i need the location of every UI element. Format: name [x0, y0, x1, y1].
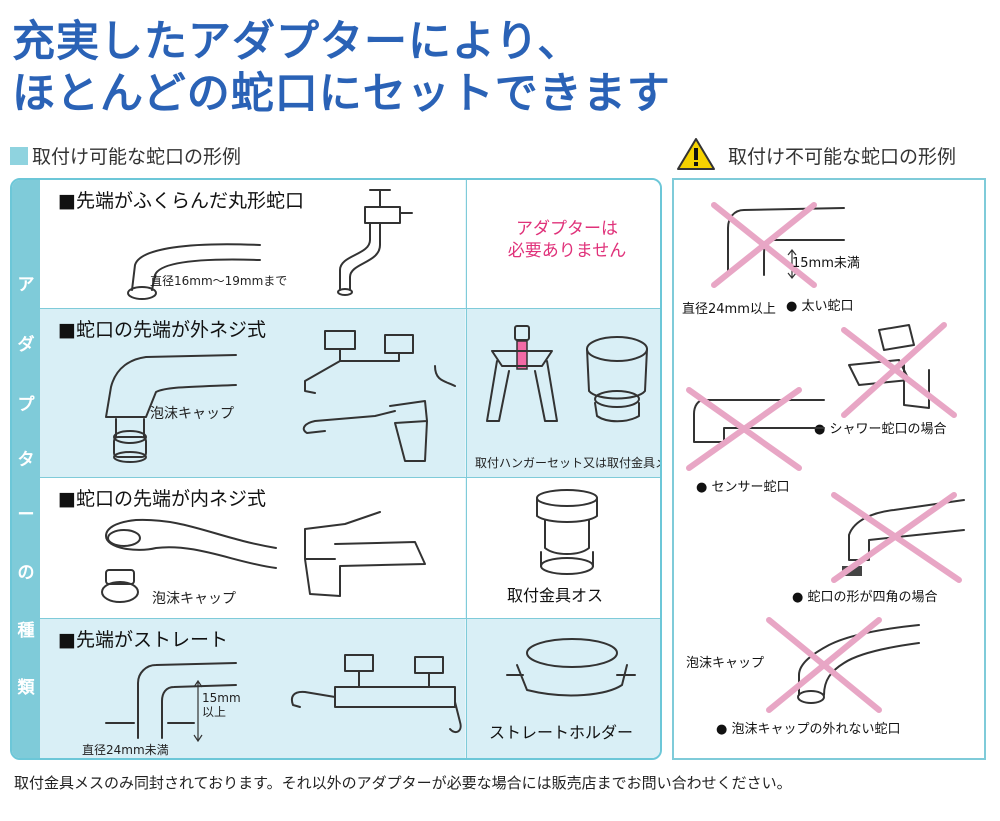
thick-faucet-dimension: 15mm未満 [792, 256, 860, 271]
sidebar-char: タ [17, 450, 35, 470]
row-adapter-cell: 取付金具オス [466, 478, 660, 618]
row-adapter-cell: アダプターは 必要ありません [466, 180, 660, 308]
row-title: ■先端がストレート [58, 629, 228, 651]
square-bullet-icon [10, 147, 28, 165]
shower-faucet-illustration [841, 322, 957, 418]
male-adapter-label: 取付金具オス [507, 586, 604, 605]
fixed-cap-faucet-label: ● 泡沫キャップの外れない蛇口 [716, 722, 901, 737]
row-illustration-cell: ■先端がふくらんだ丸形蛇口 直径16mm～19mmまで [40, 180, 465, 308]
title-line-1: 充実したアダプターにより、 [12, 17, 582, 67]
thick-faucet-diameter: 直径24mm以上 [682, 302, 776, 317]
title-line-2: ほとんどの蛇口にセットできます [12, 69, 671, 119]
faucet-row-round-tip: ■先端がふくらんだ丸形蛇口 直径16mm～19mmまで アダプターは 必要ありま… [40, 180, 660, 309]
square-faucet-illustration [831, 492, 965, 583]
sensor-faucet-illustration [686, 387, 825, 471]
row-adapter-cell: 取付ハンガーセット又は取付金具メス [466, 309, 662, 477]
row-illustration-cell: ■蛇口の先端が外ネジ式 泡沫キャップ [40, 309, 465, 477]
row-illustration-cell: ■蛇口の先端が内ネジ式 泡沫キャップ [40, 478, 465, 618]
faucet-row-straight-tip: ■先端がストレート 直径24mm未満 15mm 以上 ストレートホルダー [40, 619, 660, 758]
faucet-row-internal-thread: ■蛇口の先端が内ネジ式 泡沫キャップ 取付金具オス [40, 478, 660, 619]
sidebar-char: ダ [17, 335, 35, 355]
row-title: ■先端がふくらんだ丸形蛇口 [58, 190, 304, 212]
incompatible-faucets-panel: 15mm未満 直径24mm以上 ● 太い蛇口 ● シャワー蛇口の場合 ● センサ… [672, 178, 986, 760]
sidebar-char: 類 [17, 678, 35, 698]
sidebar-char: 種 [17, 621, 35, 641]
faucet-row-external-thread: ■蛇口の先端が外ネジ式 泡沫キャップ [40, 309, 660, 478]
row-title: ■蛇口の先端が内ネジ式 [58, 488, 266, 510]
height-dimension-arrow [193, 679, 203, 743]
diameter-note: 直径16mm～19mmまで [150, 274, 288, 288]
straight-holder-label: ストレートホルダー [489, 723, 634, 742]
footer-note: 取付金具メスのみ同封されております。それ以外のアダプターが必要な場合には販売店ま… [14, 774, 792, 792]
straight-holder-illustration [506, 638, 636, 697]
straight-diameter-note: 直径24mm未満 [82, 743, 169, 757]
thick-faucet-label: ● 太い蛇口 [786, 299, 854, 314]
male-adapter-illustration [536, 489, 598, 575]
thick-faucet-illustration [711, 202, 845, 288]
external-thread-faucet-illustration [105, 354, 237, 463]
row-title: ■蛇口の先端が外ネジ式 [58, 319, 266, 341]
sidebar-char: ー [17, 505, 35, 525]
row-adapter-cell: ストレートホルダー [466, 619, 660, 758]
fixed-cap-faucet-illustration [766, 617, 920, 713]
aerator-cap-label: 泡沫キャップ [152, 591, 236, 607]
aerator-cap-label: 泡沫キャップ [686, 656, 765, 671]
warning-icon [677, 138, 715, 170]
row-illustration-cell: ■先端がストレート 直径24mm未満 15mm 以上 [40, 619, 465, 758]
page-title: 充実したアダプターにより、 ほとんどの蛇口にセットできます [12, 16, 712, 120]
impossible-section-label: 取付け不可能な蛇口の形例 [728, 142, 956, 169]
compatible-faucets-panel: ア ダ プ タ ー の 種 類 ■先端がふくらんだ丸形蛇口 直径16mm～19m… [10, 178, 662, 760]
adapter-type-sidebar: ア ダ プ タ ー の 種 類 [12, 180, 40, 758]
hanger-adapter-illustration [486, 325, 648, 423]
sensor-faucet-label: ● センサー蛇口 [696, 480, 790, 495]
round-faucet-illustration [127, 243, 261, 300]
sidebar-char: プ [17, 395, 35, 415]
impossible-label-text: 取付け不可能な蛇口の形例 [728, 146, 957, 168]
mixer-faucet-illustration [302, 330, 456, 462]
straight-faucet-illustration [105, 662, 237, 739]
wall-mixer-faucet-illustration [290, 654, 462, 734]
shower-faucet-label: ● シャワー蛇口の場合 [814, 422, 947, 437]
sidebar-char: ア [17, 275, 35, 295]
no-adapter-needed-text: アダプターは 必要ありません [507, 219, 627, 261]
wall-faucet-illustration [337, 189, 413, 296]
possible-label-text: 取付け可能な蛇口の形例 [32, 146, 242, 168]
sidebar-char: の [17, 563, 35, 583]
square-faucet-label: ● 蛇口の形が四角の場合 [792, 590, 938, 605]
height-note: 15mm 以上 [202, 691, 241, 719]
hanger-adapter-label: 取付ハンガーセット又は取付金具メス [475, 456, 662, 470]
possible-section-label: 取付け可能な蛇口の形例 [10, 142, 241, 169]
single-lever-faucet-illustration [304, 511, 426, 597]
aerator-cap-label: 泡沫キャップ [150, 406, 234, 422]
internal-thread-faucet-illustration [101, 518, 277, 603]
